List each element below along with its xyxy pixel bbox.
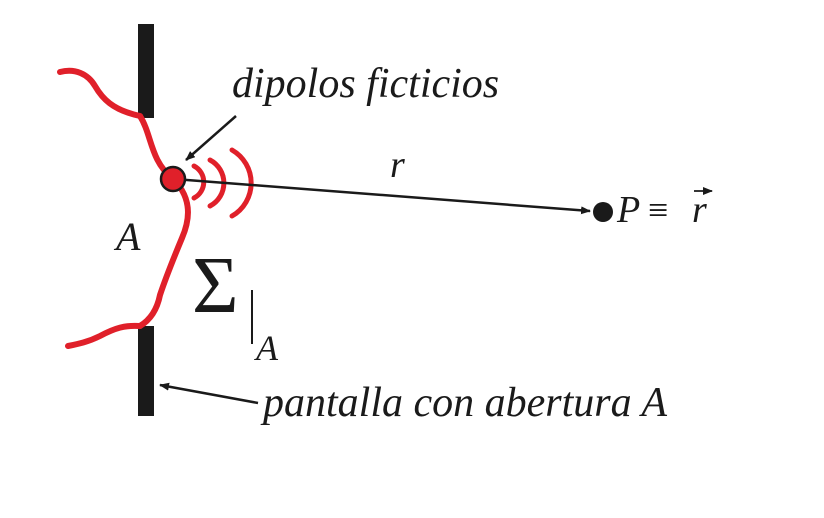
dipole-point [159,165,187,193]
screen-pointer-arrow [159,382,259,405]
wavefront-aperture-curve [137,113,191,329]
dipoles-label: dipolos ficticios [232,61,499,107]
screen-upper-segment [138,24,154,118]
position-vector-label: r [692,189,707,231]
screen-lower-segment [138,326,154,416]
wavefront-lower-tail [65,322,143,349]
aperture-label: A [113,214,141,259]
sigma-symbol: Σ [192,242,239,330]
observation-point [593,202,613,222]
equiv-symbol: ≡ [648,190,668,230]
wavelet-arc-3 [229,147,254,219]
dipole-pointer-arrow [185,115,237,161]
sigma-subscript: A [254,328,279,368]
point-label: P [616,189,640,231]
distance-label: r [390,144,405,186]
distance-arrow-r [173,177,591,215]
screen-label: pantalla con abertura A [260,380,667,426]
wavefront-upper-tail [57,67,143,119]
